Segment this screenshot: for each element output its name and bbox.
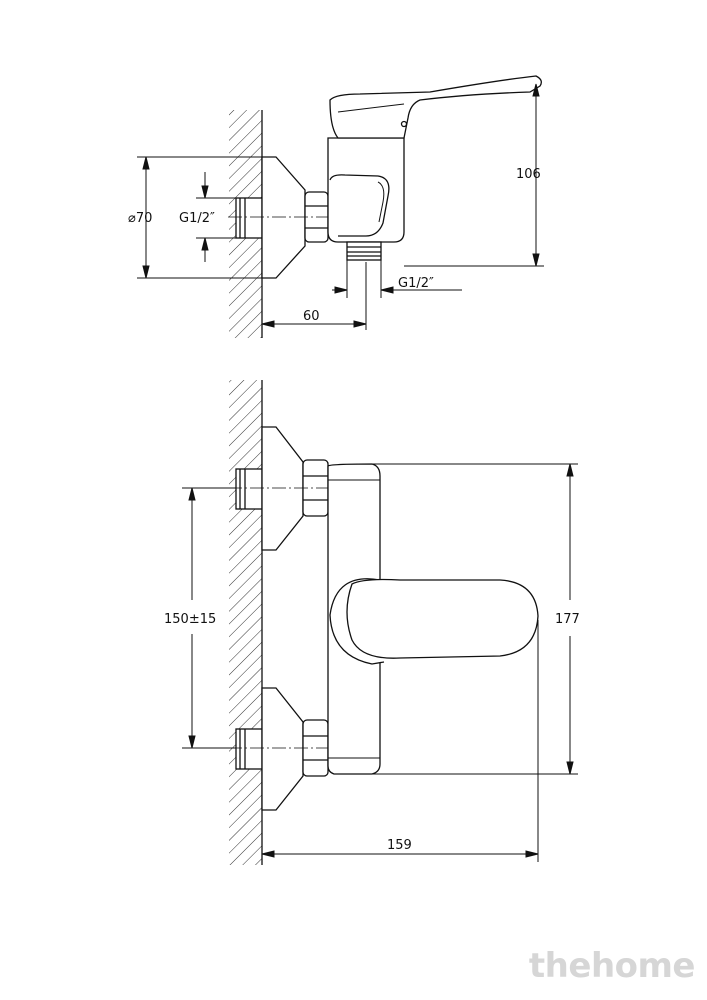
label-projection: 159 xyxy=(387,838,412,853)
faucet-body-side xyxy=(327,137,405,243)
label-height: 106 xyxy=(516,167,541,182)
dim-spacing xyxy=(182,487,236,749)
side-view xyxy=(137,75,544,338)
lever-handle-front xyxy=(346,578,539,659)
watermark: thehome xyxy=(528,946,696,986)
label-thread-inlet: G1/2″ xyxy=(179,211,215,226)
outlet-thread-top xyxy=(346,241,382,261)
dim-diameter xyxy=(137,156,262,279)
dim-thread-outlet xyxy=(332,260,462,298)
upper-connection xyxy=(228,426,344,551)
spout-side xyxy=(329,174,390,237)
wall-bottom xyxy=(229,380,263,865)
lever-handle-side xyxy=(329,75,542,139)
dim-thread-inlet xyxy=(196,172,236,262)
label-length: 177 xyxy=(555,612,580,627)
escutcheon-top xyxy=(261,156,306,279)
label-diameter: ⌀70 xyxy=(128,211,152,226)
inlet-pipe-top xyxy=(235,197,263,239)
dim-height xyxy=(404,83,544,267)
label-depth: 60 xyxy=(303,309,320,324)
label-spacing: 150±15 xyxy=(164,612,216,627)
dim-projection xyxy=(261,620,539,862)
label-thread-outlet: G1/2″ xyxy=(398,276,434,291)
lower-connection xyxy=(228,687,344,811)
dim-depth xyxy=(261,262,367,330)
dim-length xyxy=(372,463,578,775)
front-view xyxy=(182,380,578,865)
